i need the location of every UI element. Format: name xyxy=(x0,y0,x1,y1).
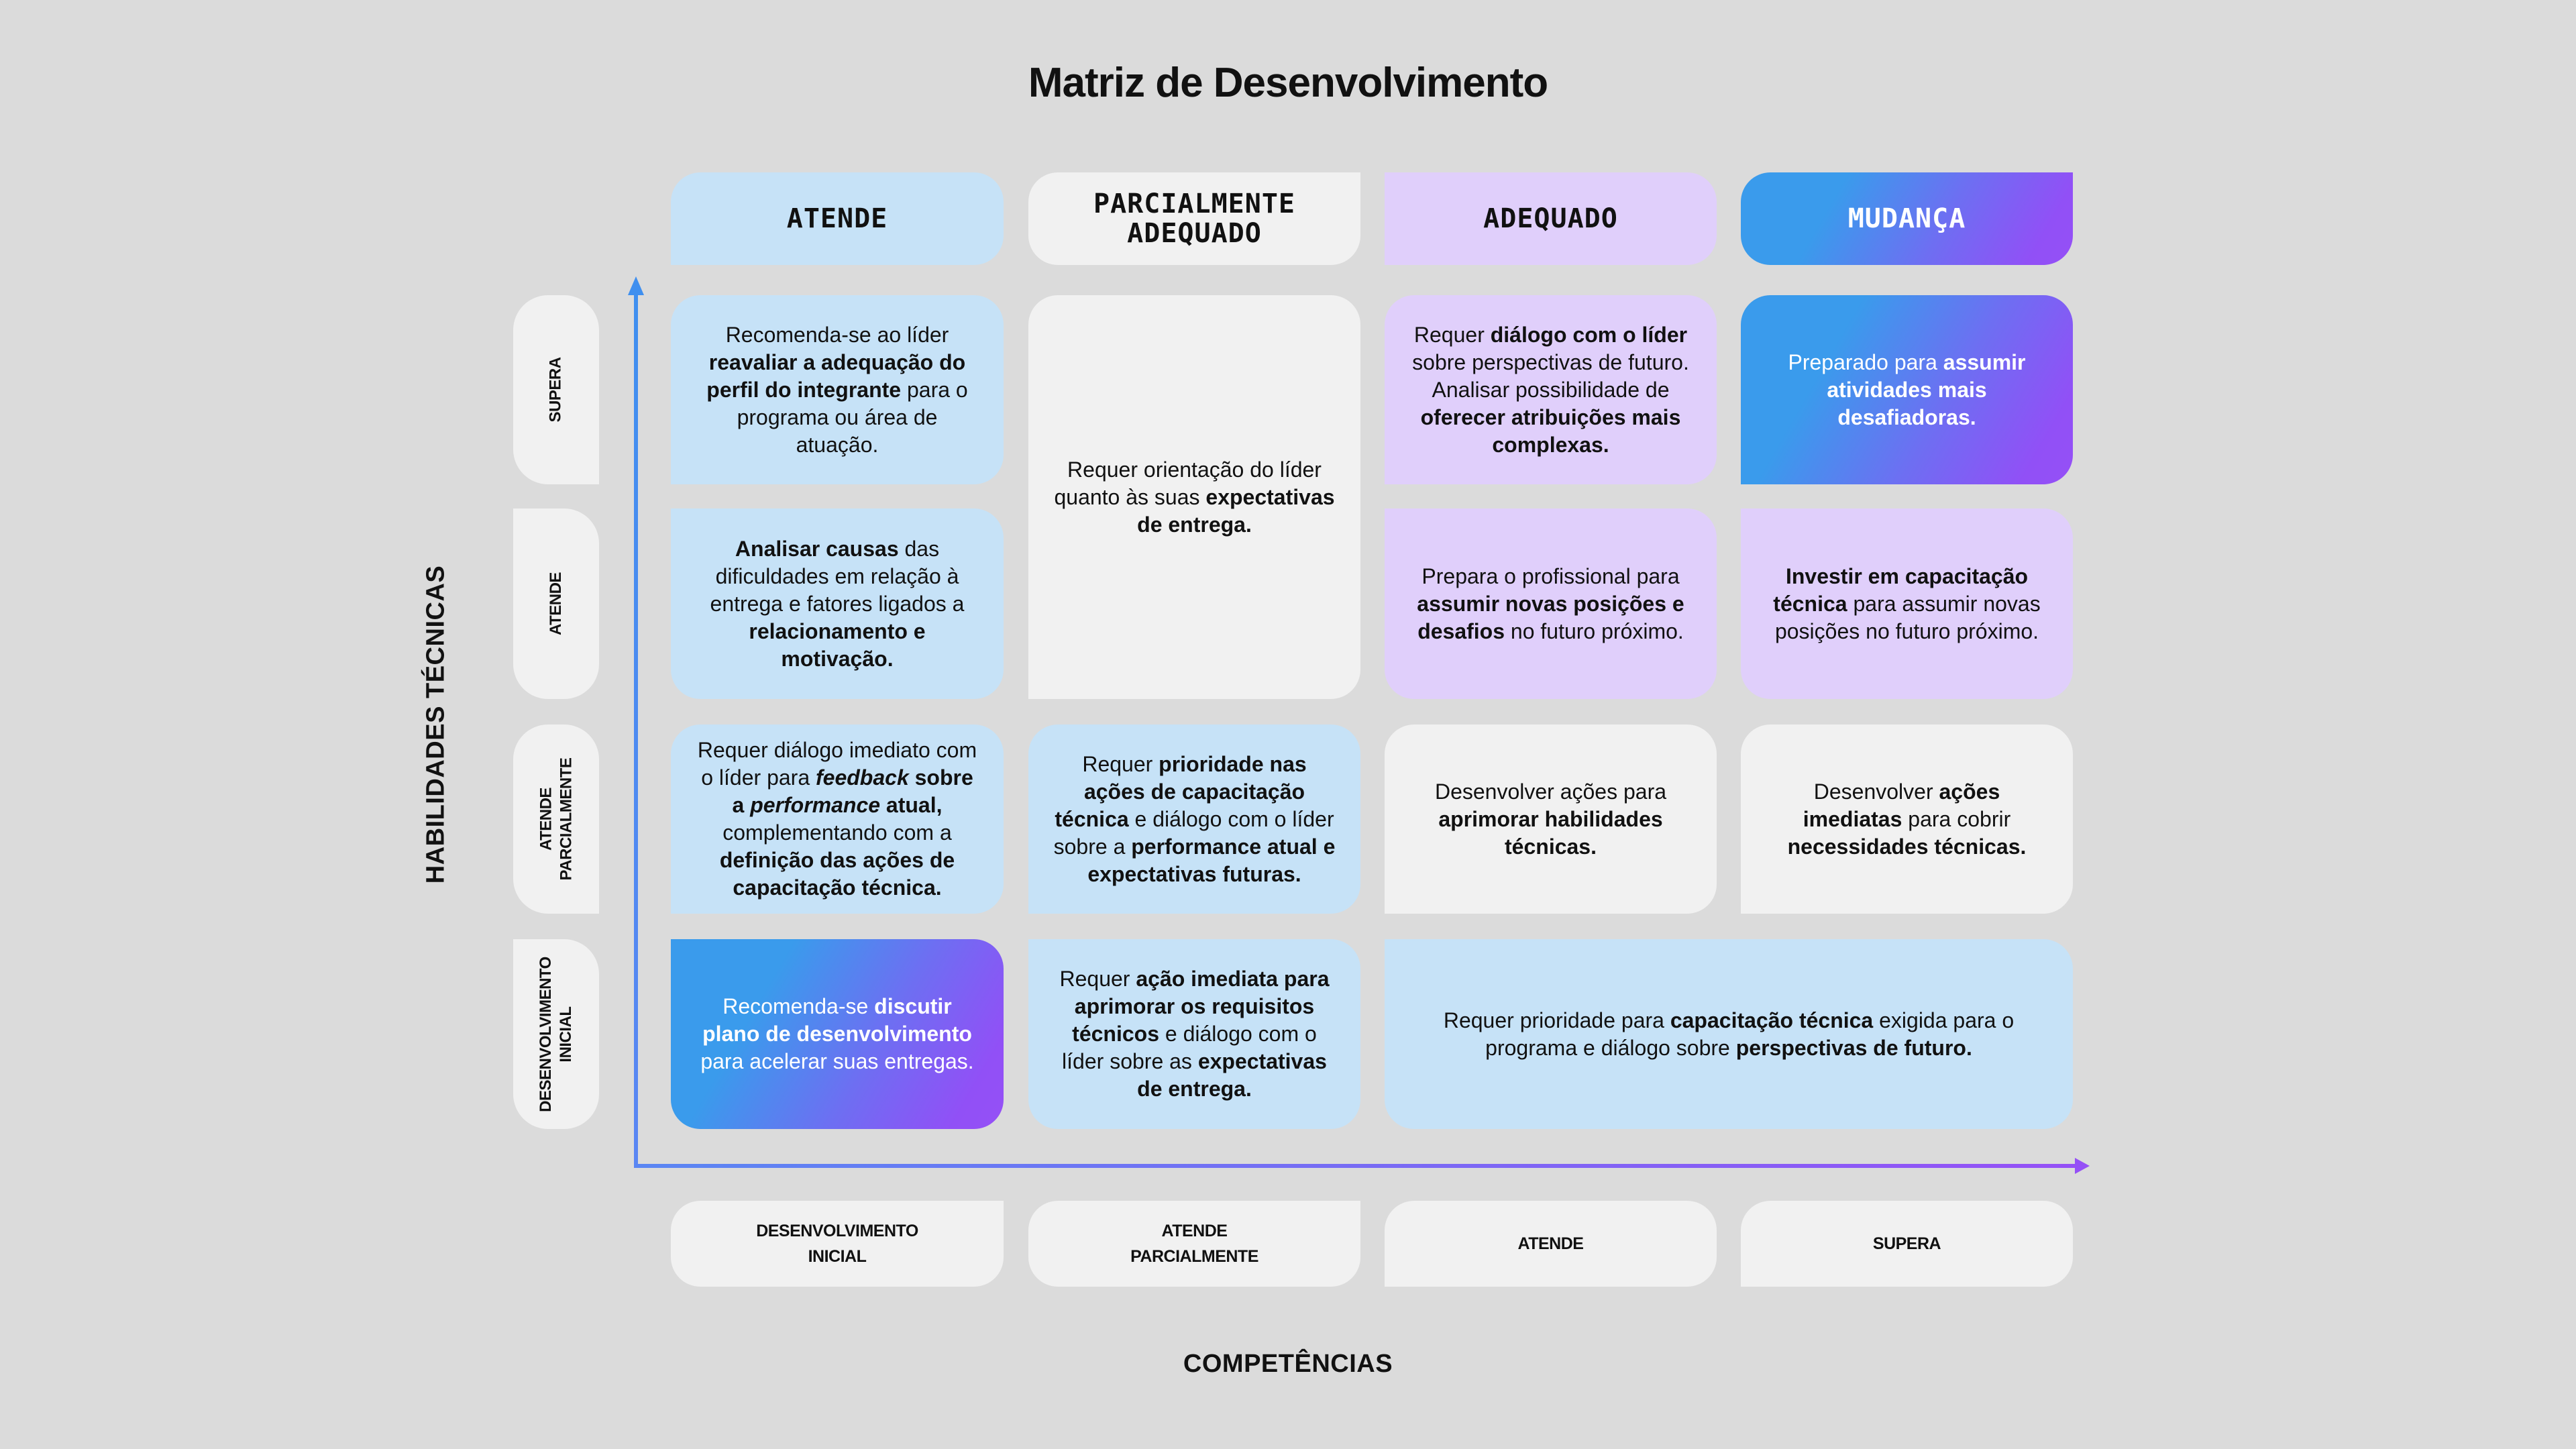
page-title: Matriz de Desenvolvimento xyxy=(1028,60,1548,106)
cell-r12c2: Requer orientação do líder quanto às sua… xyxy=(1028,295,1360,699)
x-axis-title: COMPETÊNCIAS xyxy=(1183,1350,1393,1378)
cell-text: Desenvolver ações imediatas para cobrir … xyxy=(1765,778,2049,861)
cell-text-run: sobre a xyxy=(732,765,973,817)
cell-text-run: expectativas de entrega. xyxy=(1137,484,1335,537)
cell-text-run: Recomenda-se ao líder xyxy=(725,322,949,347)
cell-text-run: relacionamento e motivação. xyxy=(749,619,926,671)
x-axis-arrow-icon xyxy=(2075,1158,2090,1174)
column-label-atende: ATENDE xyxy=(1385,1201,1717,1287)
cell-text: Requer orientação do líder quanto às sua… xyxy=(1053,456,1336,539)
cell-text-run: no futuro próximo. xyxy=(1505,619,1684,643)
x-axis-line xyxy=(634,1164,2078,1168)
cell-r1c4: Preparado para assumir atividades mais d… xyxy=(1741,295,2073,484)
cell-text-run: reavaliar a adequação do perfil do integ… xyxy=(706,350,966,402)
cell-r3c4: Desenvolver ações imediatas para cobrir … xyxy=(1741,724,2073,914)
cell-text-run: assumir novas posições e desafios xyxy=(1417,591,1684,643)
column-header-parcialmente-adequado: PARCIALMENTE ADEQUADO xyxy=(1028,172,1360,265)
cell-text: Requer diálogo imediato com o líder para… xyxy=(695,737,979,902)
cell-r4c2: Requer ação imediata para aprimorar os r… xyxy=(1028,939,1360,1129)
cell-text-run: Requer xyxy=(1059,967,1136,991)
cell-text-run: sobre perspectivas de futuro. Analisar p… xyxy=(1412,350,1689,402)
row-label-supera: SUPERA xyxy=(513,295,599,484)
column-header-adequado: ADEQUADO xyxy=(1385,172,1717,265)
cell-text-run: prioridade nas ações de capacitação técn… xyxy=(1055,751,1307,831)
cell-text: Desenvolver ações para aprimorar habilid… xyxy=(1409,778,1693,861)
cell-text-run: e diálogo com o líder sobre as xyxy=(1062,1022,1317,1073)
column-label-supera: SUPERA xyxy=(1741,1201,2073,1287)
row-label-desenvolvimento-inicial: DESENVOLVIMENTO INICIAL xyxy=(513,939,599,1129)
cell-text-run: necessidades técnicas. xyxy=(1787,834,2027,859)
cell-text-run: performance atual e expectativas futuras… xyxy=(1087,834,1336,886)
cell-text-run: diálogo com o líder xyxy=(1490,322,1688,347)
cell-r2c4: Investir em capacitação técnica para ass… xyxy=(1741,508,2073,699)
column-label-desenvolvimento-inicial: DESENVOLVIMENTO INICIAL xyxy=(671,1201,1004,1287)
cell-text-run: expectativas de entrega. xyxy=(1137,1049,1327,1101)
cell-text-run: ações imediatas xyxy=(1803,779,2000,831)
cell-text-run: das dificuldades em relação à entrega e … xyxy=(710,536,965,616)
row-label-atende: ATENDE xyxy=(513,508,599,699)
cell-text-run: Requer xyxy=(1082,751,1159,776)
cell-text-run: para cobrir xyxy=(1902,806,2011,831)
cell-text-run: aprimorar habilidades técnicas. xyxy=(1438,806,1663,859)
cell-text-run: Requer xyxy=(1413,322,1491,347)
cell-text-run: Preparado para xyxy=(1788,350,1943,374)
row-label-atende-parcialmente: ATENDE PARCIALMENTE xyxy=(513,724,599,914)
y-axis-line xyxy=(634,288,638,1168)
cell-r1c3: Requer diálogo com o líder sobre perspec… xyxy=(1385,295,1717,484)
cell-text: Requer ação imediata para aprimorar os r… xyxy=(1053,965,1336,1103)
cell-text: Analisar causas das dificuldades em rela… xyxy=(695,535,979,673)
cell-text-run: Recomenda-se xyxy=(722,994,875,1018)
cell-text-run: oferecer atribuições mais complexas. xyxy=(1420,405,1681,457)
cell-text: Investir em capacitação técnica para ass… xyxy=(1765,563,2049,645)
cell-text-run: complementando com a xyxy=(722,820,952,845)
y-axis-arrow-icon xyxy=(628,276,644,295)
cell-text-run: discutir plano de desenvolvimento xyxy=(702,994,972,1046)
cell-text-run: Prepara o profissional para xyxy=(1421,564,1680,588)
cell-text-run: Requer orientação do líder quanto às sua… xyxy=(1054,457,1322,509)
cell-text-run: Requer diálogo imediato com o líder para xyxy=(697,738,977,790)
cell-text-run: atual, xyxy=(880,793,943,817)
cell-text-run: Requer prioridade para xyxy=(1443,1008,1670,1032)
cell-text-run: e diálogo com o líder sobre a xyxy=(1053,806,1334,859)
cell-text: Recomenda-se ao líder reavaliar a adequa… xyxy=(695,321,979,459)
cell-text-run: para o programa ou área de atuação. xyxy=(737,377,968,457)
cell-text-run: feedback xyxy=(816,765,909,790)
cell-text-run: assumir atividades mais desafiadoras. xyxy=(1827,350,2026,429)
cell-text: Recomenda-se discutir plano de desenvolv… xyxy=(695,993,979,1075)
cell-text-run: perspectivas de futuro. xyxy=(1735,1035,1972,1060)
cell-text-run: capacitação técnica xyxy=(1670,1008,1874,1032)
cell-r2c1: Analisar causas das dificuldades em rela… xyxy=(671,508,1004,699)
cell-r3c3: Desenvolver ações para aprimorar habilid… xyxy=(1385,724,1717,914)
cell-text: Requer prioridade nas ações de capacitaç… xyxy=(1053,751,1336,888)
cell-text-run: Desenvolver xyxy=(1813,779,1939,804)
column-label-atende-parcialmente: ATENDE PARCIALMENTE xyxy=(1028,1201,1360,1287)
cell-text-run: performance xyxy=(750,793,881,817)
cell-r2c3: Prepara o profissional para assumir nova… xyxy=(1385,508,1717,699)
column-header-atende: ATENDE xyxy=(671,172,1004,265)
cell-r4c34: Requer prioridade para capacitação técni… xyxy=(1385,939,2073,1129)
cell-text-run: Investir em capacitação técnica xyxy=(1773,564,2029,616)
cell-text: Requer diálogo com o líder sobre perspec… xyxy=(1409,321,1693,459)
cell-text-run: Desenvolver ações para xyxy=(1434,779,1667,804)
column-header-mudanca: MUDANÇA xyxy=(1741,172,2073,265)
cell-r3c1: Requer diálogo imediato com o líder para… xyxy=(671,724,1004,914)
cell-r4c1: Recomenda-se discutir plano de desenvolv… xyxy=(671,939,1004,1129)
cell-text-run: ação imediata para aprimorar os requisit… xyxy=(1072,967,1330,1046)
cell-r3c2: Requer prioridade nas ações de capacitaç… xyxy=(1028,724,1360,914)
cell-text-run: para assumir novas posições no futuro pr… xyxy=(1774,591,2041,643)
cell-text: Requer prioridade para capacitação técni… xyxy=(1409,1007,2049,1062)
cell-text-run: definição das ações de capacitação técni… xyxy=(719,848,955,900)
cell-text: Prepara o profissional para assumir nova… xyxy=(1409,563,1693,645)
cell-text-run: exigida para o programa e diálogo sobre xyxy=(1485,1008,2015,1060)
cell-text-run: para acelerar suas entregas. xyxy=(700,1049,974,1073)
cell-text: Preparado para assumir atividades mais d… xyxy=(1765,349,2049,431)
cell-text-run: Analisar causas xyxy=(735,536,899,561)
cell-r1c1: Recomenda-se ao líder reavaliar a adequa… xyxy=(671,295,1004,484)
